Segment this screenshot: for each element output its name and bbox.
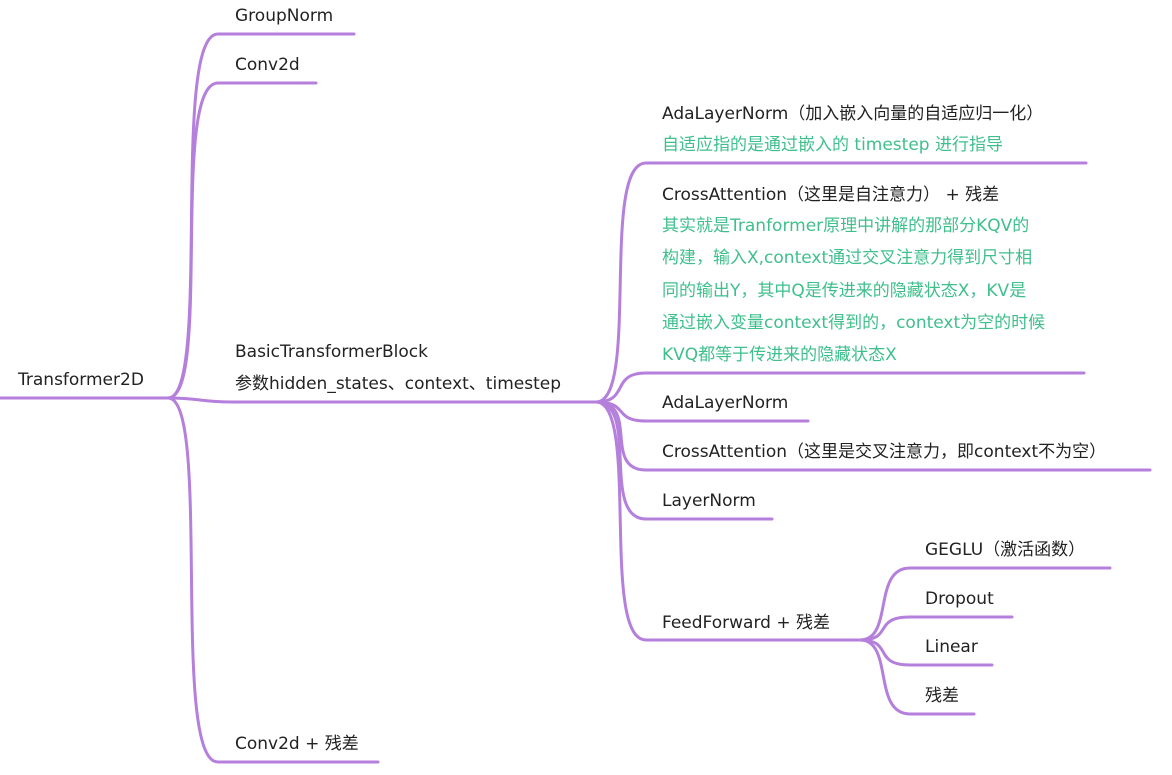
edge-ff-dropout (858, 615, 1014, 642)
adalayernorm-adaptive-node[interactable]: AdaLayerNorm（加入嵌入向量的自适应归一化） (662, 104, 1044, 124)
cross-attention-note-line-2: 构建，输入X,context通过交叉注意力得到尺寸相 (662, 248, 1033, 268)
conv2d-node[interactable]: Conv2d (235, 55, 300, 75)
adalayernorm-node[interactable]: AdaLayerNorm (662, 393, 789, 413)
cross-attention-cross-node[interactable]: CrossAttention（这里是交叉注意力，即context不为空） (662, 442, 1107, 462)
layernorm-node[interactable]: LayerNorm (662, 491, 756, 511)
cross-attention-note-line-4: 通过嵌入变量context得到的，context为空的时候 (662, 313, 1046, 333)
root-node[interactable]: Transformer2D (18, 370, 144, 390)
edge-root-block (166, 396, 598, 404)
cross-attention-self-node[interactable]: CrossAttention（这里是自注意力） + 残差 (662, 185, 1000, 205)
edge-block-layernorm (594, 400, 774, 521)
edge-block-ff (594, 400, 862, 642)
dropout-node[interactable]: Dropout (925, 589, 994, 609)
linear-node[interactable]: Linear (925, 637, 978, 657)
adalayernorm-note: 自适应指的是通过嵌入的 timestep 进行指导 (662, 135, 1003, 155)
feedforward-node[interactable]: FeedForward + 残差 (662, 613, 830, 633)
edge-block-attn1 (594, 371, 1086, 404)
edge-root-conv2d (166, 81, 318, 400)
basic-transformer-block-params: 参数hidden_states、context、timestep (235, 374, 561, 394)
edge-ff-geglu (858, 566, 1112, 642)
cross-attention-note-line-1: 其实就是Tranformer原理中讲解的那部分KQV的 (662, 216, 1030, 236)
edge-ff-residual (858, 638, 976, 716)
edge-block-adanorm1 (594, 161, 1088, 404)
groupnorm-node[interactable]: GroupNorm (235, 6, 334, 26)
residual-node[interactable]: 残差 (925, 686, 959, 706)
conv2d-residual-node[interactable]: Conv2d + 残差 (235, 734, 359, 754)
edge-root-conv2d-residual (166, 396, 380, 764)
cross-attention-note-line-3: 同的输出Y，其中Q是传进来的隐藏状态X，KV是 (662, 281, 1027, 301)
basic-transformer-block-node[interactable]: BasicTransformerBlock (235, 342, 428, 362)
cross-attention-note-line-5: KVQ都等于传进来的隐藏状态X (662, 345, 897, 365)
geglu-node[interactable]: GEGLU（激活函数） (925, 540, 1086, 560)
